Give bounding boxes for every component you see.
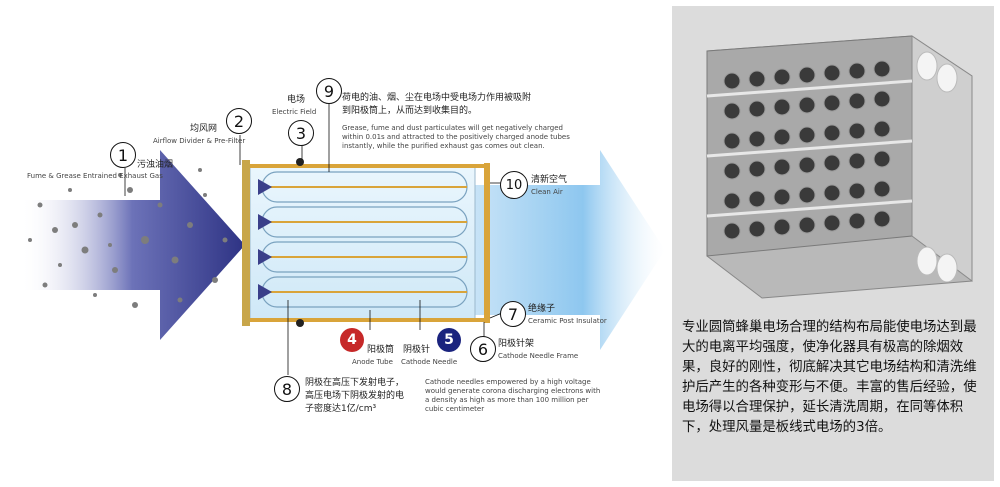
label-8-en-4: cubic centimeter [425,405,485,413]
marker-3: 3 [288,120,314,146]
label-8-zh-1: 阴极在高压下发射电子， [305,378,405,388]
label-10-zh: 清新空气 [531,175,568,185]
label-8-zh-3: 子密度达1亿/cm³ [305,404,377,414]
marker-7: 7 [500,301,526,327]
cathode-needle-frame [484,163,490,323]
smoke-particles [28,168,228,308]
product-panel: 专业圆筒蜂巢电场合理的结构布局能使电场达到最大的电离平均强度，使净化器具有极高的… [672,6,994,481]
label-5-zh: 阴极针 [403,345,431,355]
label-10-en: Clean Air [531,188,563,196]
label-9-zh-2: 到阳极筒上，从而达到收集目的。 [342,106,478,116]
label-4-en: Anode Tube [352,358,393,366]
label-8-en-2: would generate corona discharging electr… [425,387,601,395]
label-9-en-2: within 0.01s and attracted to the positi… [342,133,570,141]
label-3-zh: 电场 [287,95,306,105]
label-2-zh: 均风网 [190,124,218,134]
label-3-en: Electric Field [272,108,317,116]
label-5-en: Cathode Needle [401,358,458,366]
label-9-zh-1: 荷电的油、烟、尘在电场中受电场力作用被吸附 [342,93,532,103]
label-9-en-3: instantly, while the purified exhaust ga… [342,142,545,150]
clean-air-arrow [460,150,665,350]
label-4-zh: 阳极筒 [367,345,395,355]
cathode-needles [262,186,467,293]
electrostatic-filter-diagram: 1 2 3 4 5 6 7 8 9 10 污浊油烟 Fume & Grease … [20,78,665,414]
electric-field-housing [249,166,476,320]
marker-10: 10 [500,171,528,199]
label-6-zh: 阳极针架 [498,339,535,349]
label-8-en-1: Cathode needles empowered by a high volt… [425,378,591,386]
exhaust-gas-arrow [20,150,245,340]
honeycomb-electric-field-photo [706,35,973,299]
marker-1: 1 [110,142,136,168]
label-9-en-1: Grease, fume and dust particulates will … [342,124,563,132]
airflow-divider [242,160,250,326]
label-1-zh: 污浊油烟 [137,160,174,170]
label-6-en: Cathode Needle Frame [498,352,579,360]
marker-6: 6 [470,336,496,362]
label-1-en: Fume & Grease Entrained Exhaust Gas [27,172,163,180]
label-8-en-3: a density as high as more than 100 milli… [425,396,589,404]
label-2-en: Airflow Divider & Pre-Filter [153,137,246,145]
tube-inlet-arrows [258,179,272,300]
product-description: 专业圆筒蜂巢电场合理的结构布局能使电场达到最大的电离平均强度，使净化器具有极高的… [682,320,977,435]
label-8-zh-2: 高压电场下阴极发射的电 [305,391,405,401]
label-7-en: Ceramic Post Insulator [528,317,607,325]
marker-4: 4 [340,328,364,352]
marker-2: 2 [226,108,252,134]
diagram-illustration [20,103,665,375]
marker-5: 5 [437,328,461,352]
marker-9: 9 [316,78,342,104]
marker-8: 8 [274,376,300,402]
label-7-zh: 绝缘子 [528,304,556,314]
